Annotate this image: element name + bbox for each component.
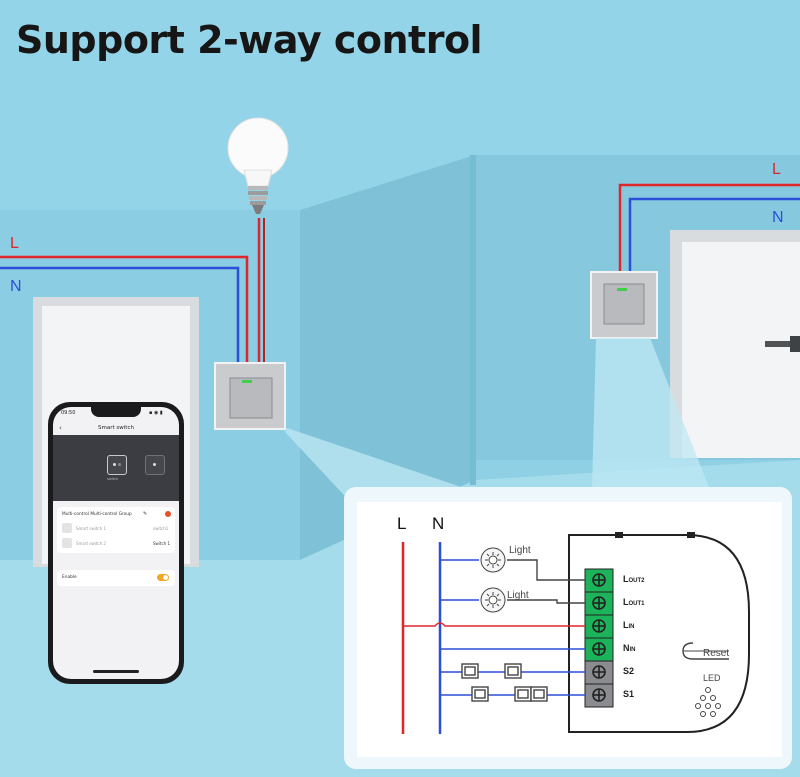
left-wire-label-l: L: [10, 235, 19, 252]
row-2-name: Smart switch 2: [76, 541, 106, 546]
add-icon[interactable]: [165, 511, 171, 517]
left-wall-switch: [214, 362, 286, 430]
right-wire-label-n: N: [772, 209, 784, 226]
light-bulb-icon: [227, 117, 289, 214]
left-neutral-wire: [0, 266, 240, 370]
diagram-wires: [403, 559, 585, 702]
terminal-block: [584, 568, 614, 708]
edit-icon[interactable]: ✎: [143, 511, 148, 517]
right-neutral-wire: [628, 197, 800, 278]
right-callout: [592, 338, 710, 490]
terminal-label-s1: S1: [623, 689, 635, 699]
app-header-title: Smart switch: [98, 425, 134, 431]
diagram-label-n: N: [432, 514, 445, 533]
right-switch-led: [617, 288, 627, 291]
switch-dot-icon: [118, 463, 121, 466]
terminal-label-lin: LIN: [623, 620, 635, 630]
wiring-diagram-svg: [401, 532, 750, 734]
status-time: 09:50: [61, 410, 76, 416]
module-body: [568, 534, 750, 733]
diagram-label-l: L: [397, 514, 407, 533]
enable-toggle[interactable]: [157, 574, 169, 581]
module-clip: [615, 532, 623, 538]
light-label-2: Light: [507, 590, 529, 601]
led-dots-icon: [695, 687, 721, 717]
switch-control-area: switch: [53, 435, 179, 501]
switch-label: switch: [107, 477, 119, 481]
multi-control-title: Multi-control Multi-control Group: [62, 512, 132, 517]
reset-label: Reset: [703, 648, 730, 659]
led-label: LED: [703, 673, 721, 683]
module-clip: [687, 532, 695, 538]
home-indicator: [93, 670, 139, 673]
switch-dot-icon: [153, 463, 156, 466]
multi-control-card: Multi-control Multi-control Group ✎ Smar…: [57, 507, 175, 553]
light-symbol-2-icon: [480, 587, 506, 613]
back-arrow-icon[interactable]: ‹: [59, 424, 62, 432]
row-1-value[interactable]: switch1: [153, 526, 169, 531]
device-icon: [62, 538, 72, 548]
switch-button-1[interactable]: [107, 455, 127, 475]
phone-notch: [91, 407, 141, 417]
door-handle: [765, 341, 800, 347]
left-switch-led: [242, 380, 252, 383]
left-live-wire: [0, 255, 249, 370]
door-handle-base: [790, 336, 800, 352]
enable-label: Enable: [62, 575, 77, 580]
switch-dot-icon: [113, 463, 116, 466]
left-wire-label-n: N: [10, 278, 22, 295]
wall-corner: [470, 155, 476, 485]
row-2-value[interactable]: Switch 1: [153, 541, 171, 546]
light-label-1: Light: [509, 545, 531, 556]
smartphone: 09:50 ▪ ◉ ▮ ‹ Smart switch switch Multi-…: [48, 402, 184, 684]
right-door: [682, 242, 800, 458]
right-wall-switch: [590, 271, 658, 339]
page-title: Support 2-way control: [16, 18, 483, 62]
wiring-diagram: L N Light Light LOUT2 LOUT1 LIN NIN S2 S…: [357, 502, 782, 757]
light-symbol-1-icon: [480, 547, 506, 573]
terminal-label-lout1: LOUT1: [623, 597, 645, 607]
terminal-label-nin: NIN: [623, 643, 636, 653]
terminal-label-s2: S2: [623, 666, 635, 676]
status-icons: ▪ ◉ ▮: [149, 410, 163, 416]
phone-screen: 09:50 ▪ ◉ ▮ ‹ Smart switch switch Multi-…: [53, 407, 179, 679]
right-wire-label-l: L: [772, 161, 781, 178]
enable-card: Enable: [57, 570, 175, 586]
right-live-wire: [618, 183, 800, 278]
row-1-name: Smart switch 1: [76, 526, 106, 531]
terminal-label-lout2: LOUT2: [623, 574, 645, 584]
device-icon: [62, 523, 72, 533]
switch-button-2[interactable]: [145, 455, 165, 475]
